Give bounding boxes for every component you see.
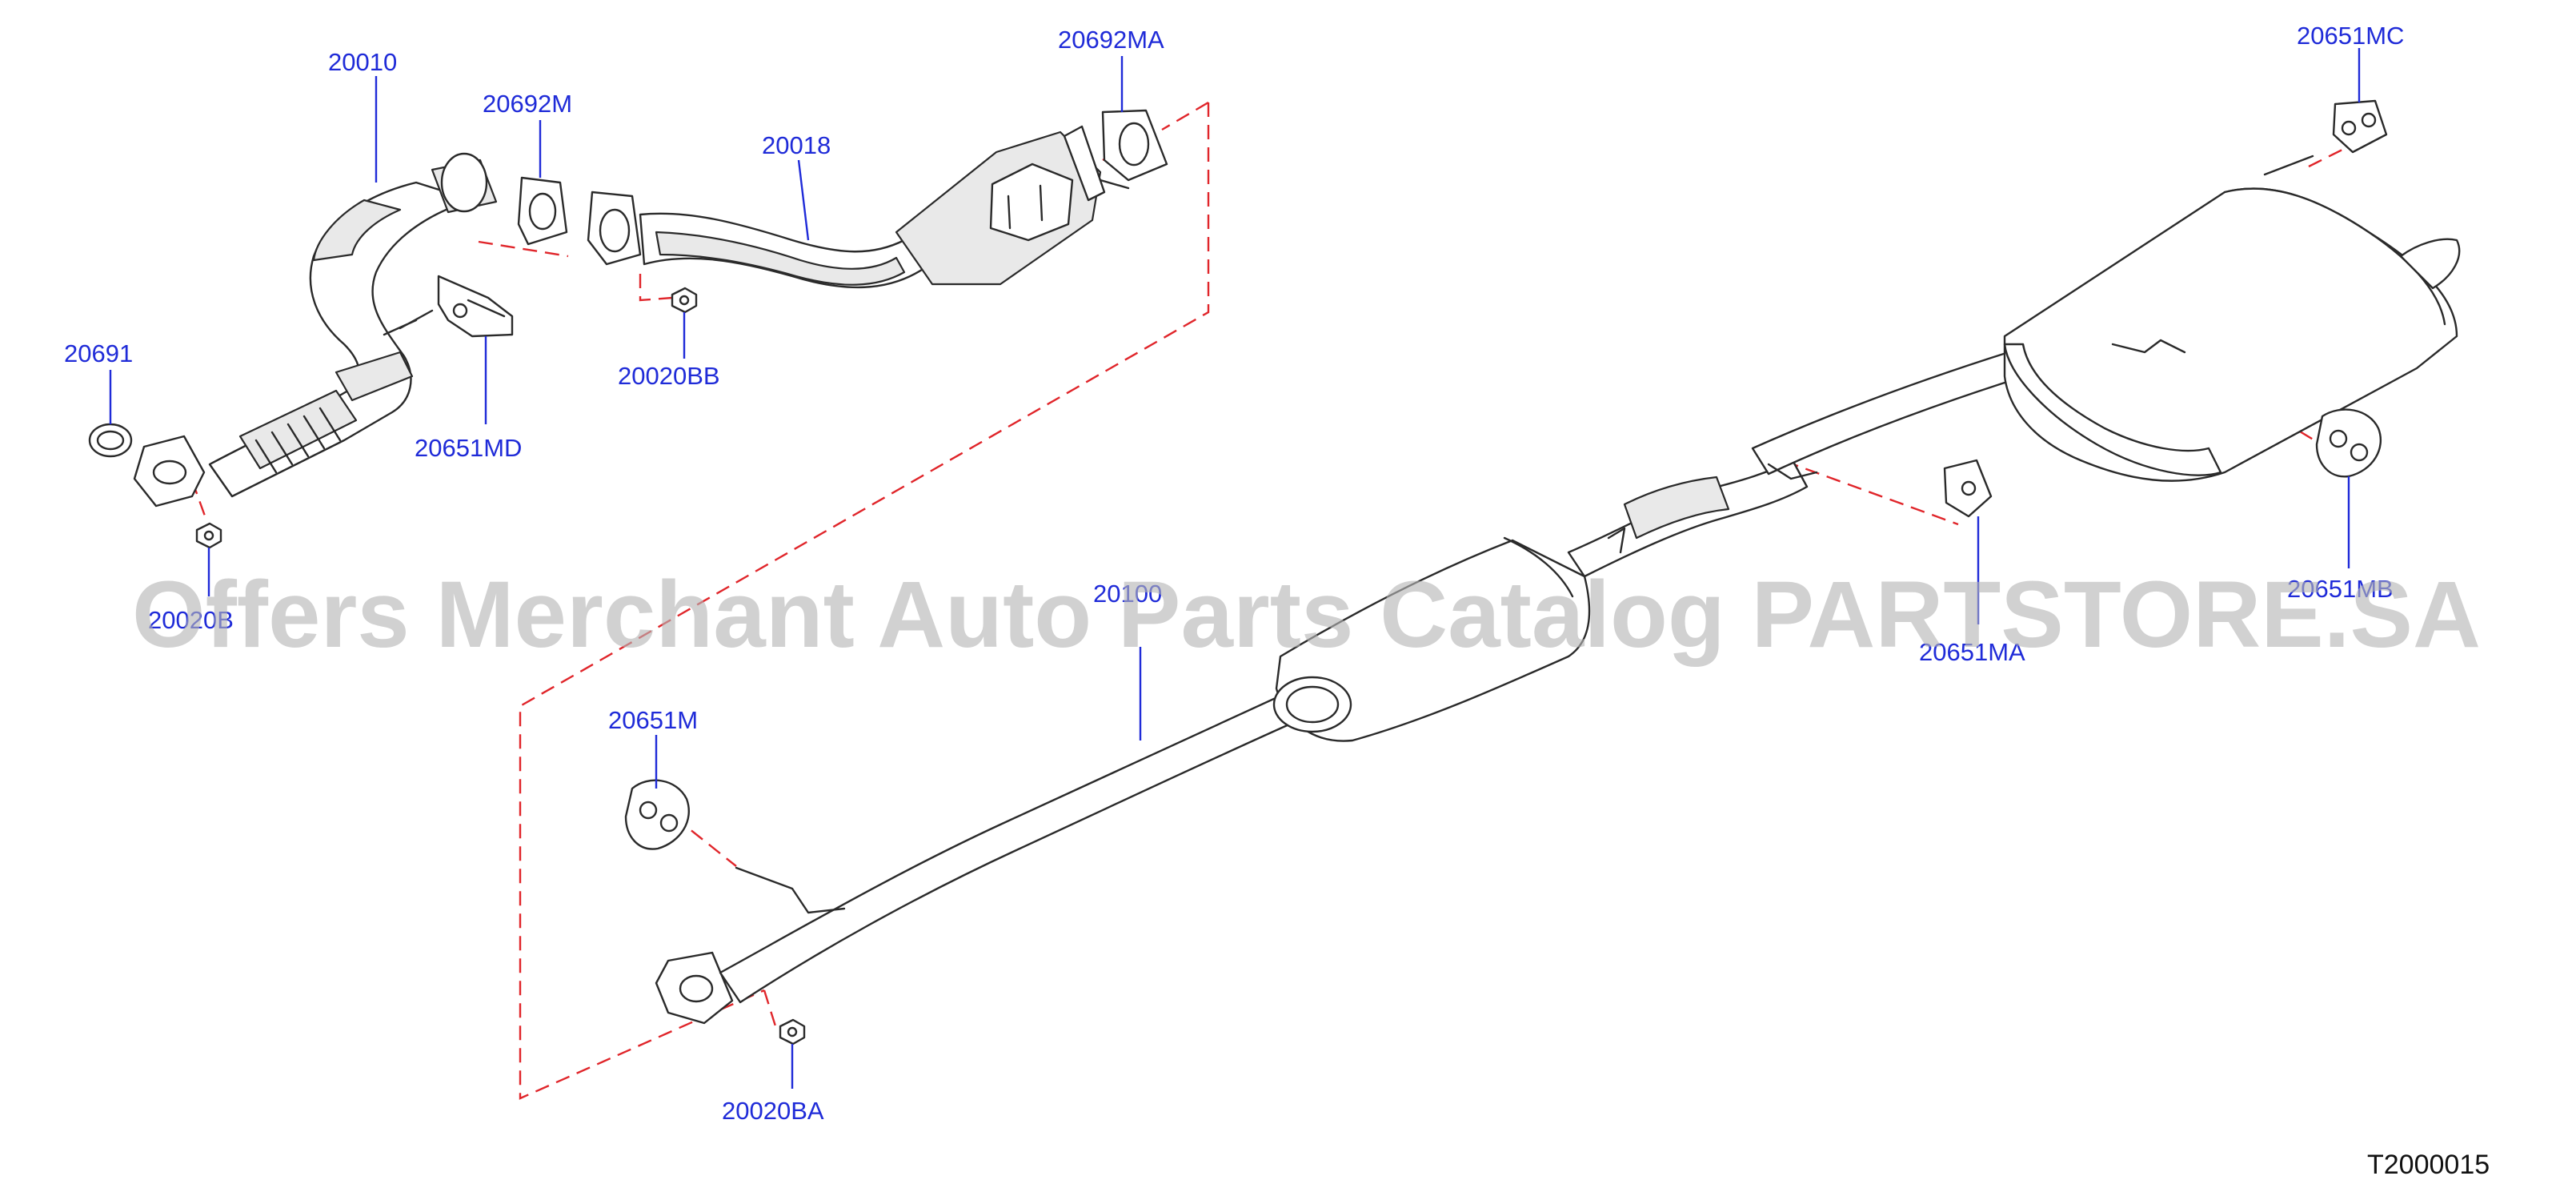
center-resonator-inlet-inner	[1285, 685, 1340, 724]
mount-rear-right-part[interactable]	[2332, 99, 2388, 154]
front-tube-flex-ribs	[254, 407, 342, 474]
label-front-tube[interactable]: 20010	[328, 48, 397, 76]
mount-front-part[interactable]	[437, 275, 514, 338]
mount-rear-lower-hole-b	[2350, 443, 2369, 462]
catalytic-converter-heatshield	[989, 163, 1074, 242]
part-labels: 20010 20692M 20018 20692MA 20691 20651MD…	[64, 22, 2404, 1125]
rear-muffler-bracket	[2111, 339, 2186, 354]
nut-center-part[interactable]	[779, 1018, 806, 1046]
nut-converter-hole	[679, 295, 690, 306]
mount-front-body	[437, 275, 514, 338]
center-rear-hanger	[1767, 463, 1818, 480]
label-mount-rear-right[interactable]: 20651MC	[2297, 22, 2404, 50]
front-tube-hanger-rod	[383, 309, 434, 336]
label-nut-converter[interactable]: 20020BB	[618, 362, 720, 390]
nut-front-part[interactable]	[195, 522, 222, 549]
nut-converter-part[interactable]	[671, 287, 698, 314]
catalytic-converter-ribs	[1007, 184, 1044, 230]
label-nut-center[interactable]: 20020BA	[722, 1097, 824, 1125]
center-resonator-seam	[1503, 536, 1574, 598]
mount-rear-right-hole-b	[2361, 112, 2377, 128]
mount-rear-lower-part[interactable]	[2315, 408, 2382, 478]
nut-center-hole	[787, 1026, 798, 1037]
ring-gasket-inner	[96, 430, 125, 451]
guide-gasket-front	[478, 240, 569, 258]
label-ring-gasket[interactable]: 20691	[64, 339, 133, 367]
converter-pipe-shield	[655, 231, 906, 286]
nut-front-hole	[203, 530, 214, 541]
rear-muffler-body	[2003, 187, 2458, 482]
label-center-muffler[interactable]: 20100	[1093, 580, 1162, 608]
front-tube-body	[208, 181, 474, 498]
guide-mount-mc	[2308, 141, 2358, 168]
converter-inlet-hole	[599, 208, 631, 253]
rear-muffler-tailpipe	[2399, 238, 2461, 290]
mount-rear-lower-hole-a	[2329, 429, 2348, 448]
center-muffler-part[interactable]	[655, 351, 2026, 1025]
rear-muffler-part[interactable]	[2003, 155, 2461, 482]
diagram-code: T2000015	[2367, 1150, 2490, 1180]
mount-rear-lower-body	[2315, 408, 2382, 478]
guide-frame	[519, 102, 1210, 1100]
mount-center-front-hole-a	[639, 801, 658, 820]
converter-tube-part[interactable]	[587, 125, 1130, 289]
rear-muffler-hanger-rod	[2263, 155, 2314, 176]
mount-front-hole	[452, 303, 468, 319]
mount-rear-right-hole-a	[2341, 120, 2357, 136]
gasket-front-tube-part[interactable]	[517, 176, 568, 246]
gasket-converter-part[interactable]	[1101, 109, 1168, 182]
label-mount-front[interactable]: 20651MD	[415, 434, 522, 462]
converter-stud	[1099, 179, 1130, 190]
label-gasket-front-tube[interactable]: 20692M	[483, 90, 572, 118]
guide-nut-bb	[639, 274, 673, 302]
gasket-front-tube-hole	[528, 192, 557, 231]
center-resonator-body	[1275, 539, 1591, 742]
mount-rear-center-part[interactable]	[1943, 459, 1993, 518]
gasket-converter-hole	[1118, 122, 1150, 167]
label-leaders	[109, 48, 2361, 1089]
rear-muffler-end-cap	[2003, 343, 2222, 476]
converter-outlet-collar	[1063, 125, 1106, 202]
mount-center-front-part[interactable]	[624, 779, 690, 850]
mount-rear-center-hole	[1961, 480, 1977, 496]
leader-converter-tube	[797, 159, 810, 241]
guide-converter-flange	[1161, 101, 1209, 131]
mount-center-front-hole-b	[659, 813, 679, 833]
mount-rear-right-body	[2332, 99, 2388, 154]
front-tube-mid-shield	[335, 351, 414, 402]
label-gasket-converter[interactable]: 20692MA	[1058, 26, 1164, 54]
label-mount-center-front[interactable]: 20651M	[608, 706, 698, 734]
front-tube-heatshield	[312, 199, 402, 262]
center-mid-heatshield	[1623, 476, 1730, 540]
center-inlet-hole	[679, 974, 714, 1003]
front-tube-inlet-flange	[440, 152, 488, 213]
center-front-pipe	[719, 687, 1314, 1004]
mount-center-front-body	[624, 779, 690, 850]
guide-mount-ma	[1784, 460, 1959, 526]
label-mount-rear-lower[interactable]: 20651MB	[2287, 575, 2394, 603]
rear-muffler-top-seam	[2223, 187, 2446, 326]
front-tube-part[interactable]	[133, 152, 498, 508]
center-front-hanger	[735, 866, 846, 914]
mount-front-edge	[467, 299, 506, 318]
front-tube-flange-hole	[152, 460, 187, 485]
guide-nut-ba	[763, 989, 778, 1029]
center-rear-pipe	[1751, 351, 2026, 476]
center-mid-bracket	[1607, 527, 1626, 554]
label-converter-tube[interactable]: 20018	[762, 131, 831, 159]
label-mount-rear-center[interactable]: 20651MA	[1919, 638, 2025, 666]
watermark-text: Offers Merchant Auto Parts Catalog PARTS…	[132, 562, 2481, 668]
label-nut-front[interactable]: 20020B	[148, 606, 234, 634]
front-tube-flex-section	[238, 389, 358, 470]
ring-gasket-part[interactable]	[88, 423, 133, 458]
